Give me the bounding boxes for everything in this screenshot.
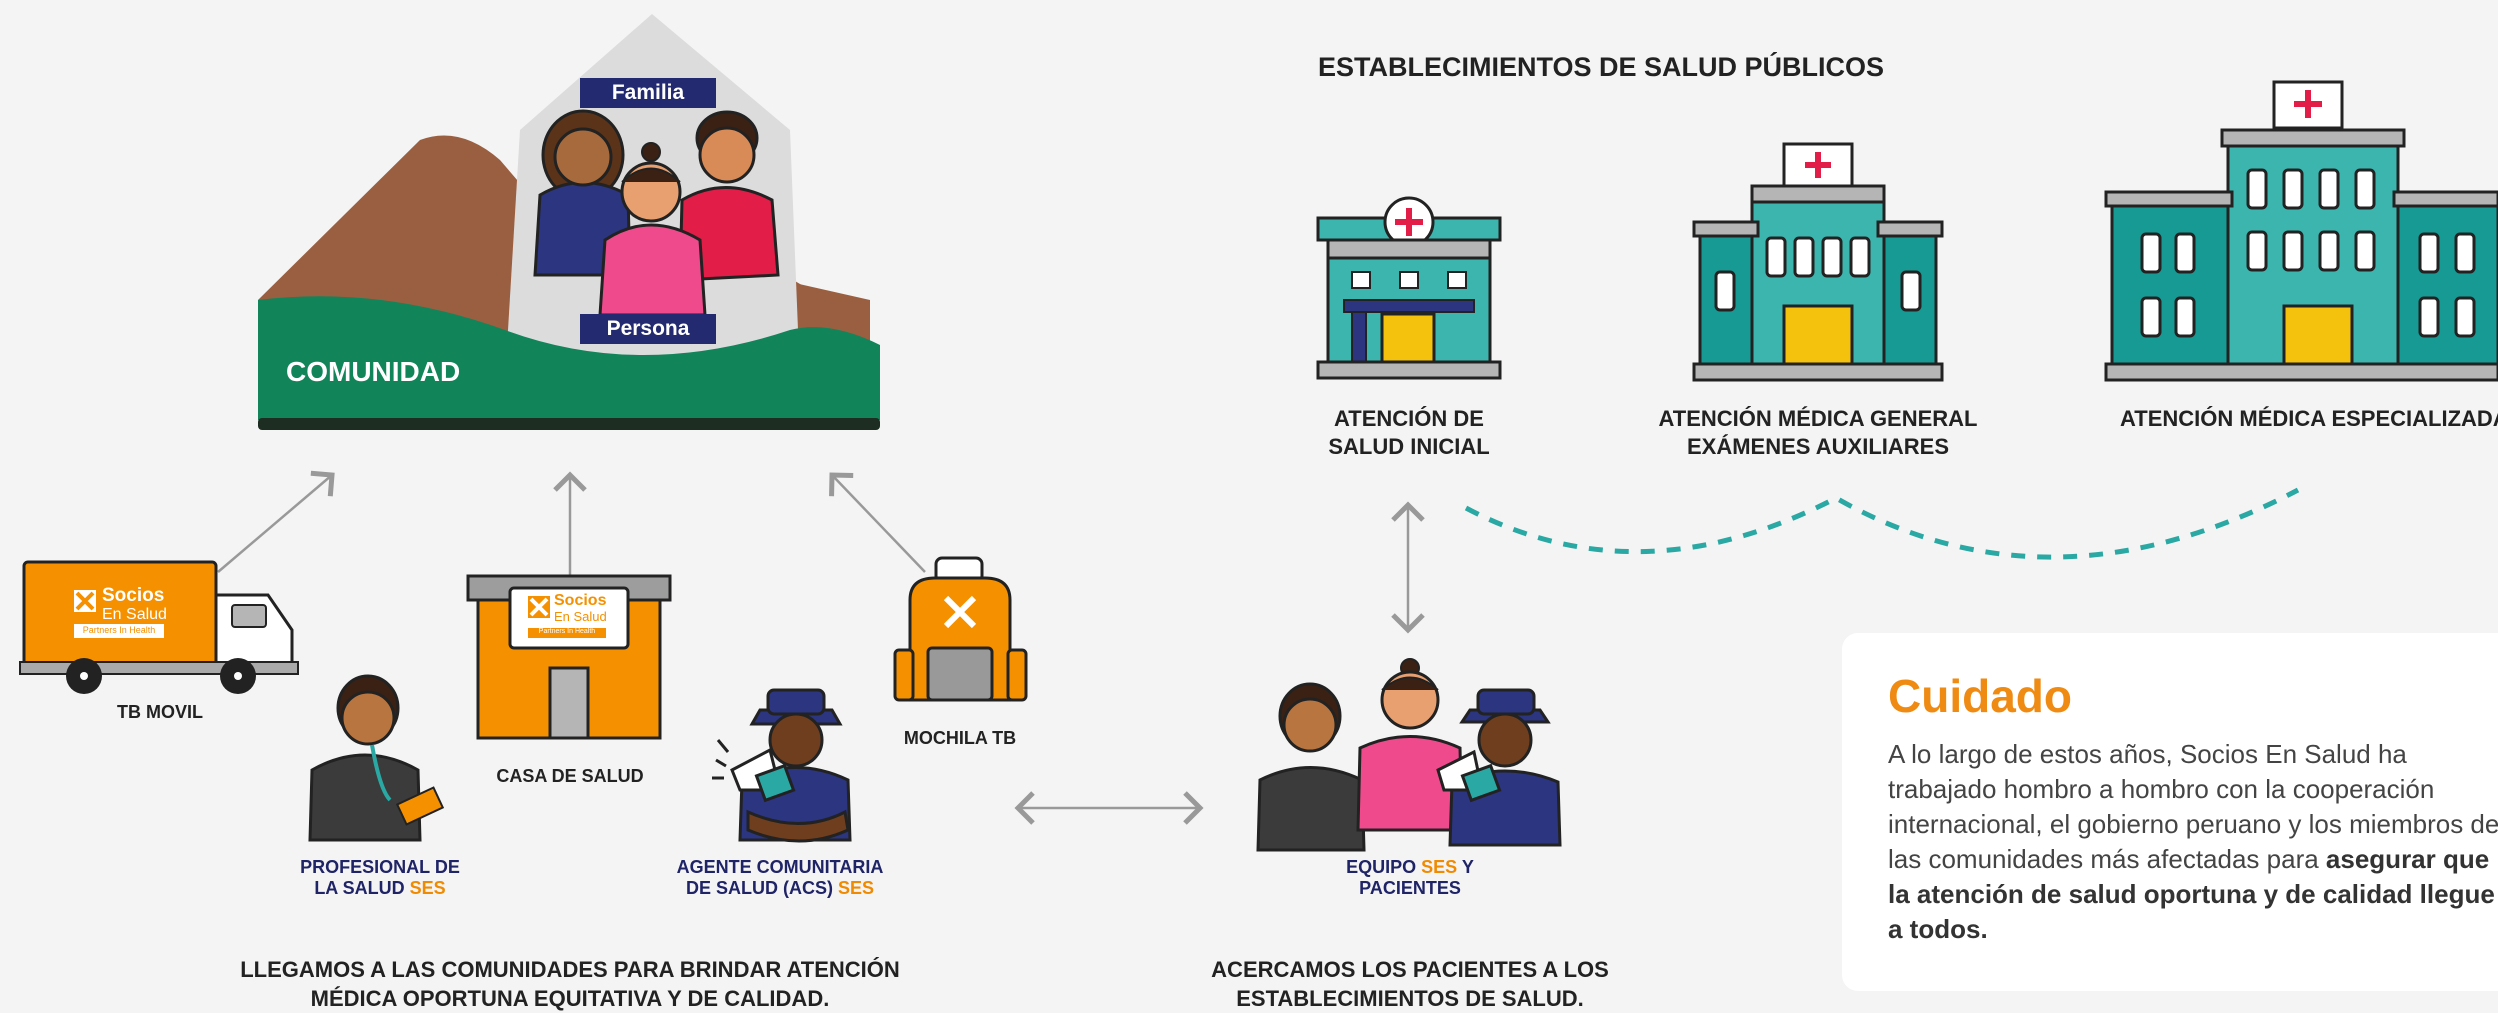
arrow-backpack — [829, 472, 926, 573]
casa-label: CASA DE SALUD — [496, 766, 644, 786]
medium-hospital-label: ATENCIÓN MÉDICA GENERAL EXÁMENES AUXILIA… — [1658, 406, 1978, 459]
casa-logo-icon — [528, 596, 606, 638]
truck-illustration — [19, 560, 299, 694]
right-caption: ACERCAMOS LOS PACIENTES A LOS ESTABLECIM… — [1211, 957, 1609, 1011]
community-scene — [258, 14, 880, 430]
truck-logo-icon — [74, 590, 164, 638]
logo-line2: En Salud — [554, 609, 607, 624]
persona-label: Persona — [606, 317, 690, 340]
backpack-label: MOCHILA TB — [903, 728, 1017, 748]
backpack-illustration — [893, 556, 1028, 702]
green-band — [258, 296, 880, 420]
comunidad-label: COMUNIDAD — [286, 356, 461, 387]
backpack-logo-icon — [943, 595, 977, 629]
logo-line1: Socios — [102, 585, 165, 606]
persona-tag — [580, 314, 716, 344]
equipo-label: EQUIPO SES Y PACIENTES — [1346, 857, 1474, 898]
truck-logo-text: Socios En Salud — [102, 586, 167, 624]
card-title: Cuidado — [1888, 670, 2072, 722]
small-clinic-label: ATENCIÓN DE SALUD INICIAL — [1328, 406, 1490, 459]
small-clinic-illustration — [1316, 196, 1502, 380]
logo-line1: Socios — [554, 592, 607, 609]
profesional-illustration — [308, 674, 445, 842]
agente-label: AGENTE COMUNITARIA DE SALUD (ACS) SES — [676, 857, 884, 898]
equipo-illustration — [1256, 658, 1562, 852]
casa-logo-text: Socios En Salud — [554, 593, 607, 625]
familia-tag — [580, 78, 716, 108]
truck-label: TB MOVIL — [117, 702, 203, 722]
large-hospital-illustration — [2104, 80, 2498, 382]
arrow-truck — [217, 470, 335, 573]
familia-label: Familia — [611, 81, 685, 104]
card-text: A lo largo de estos años, Socios En Salu… — [1888, 739, 2498, 944]
large-hospital-label: ATENCIÓN MÉDICA ESPECIALIZADA — [2120, 406, 2498, 431]
truck-logo-tagline: Partners In Health — [82, 625, 156, 635]
red-cross-icon — [1805, 152, 1831, 178]
logo-line2: En Salud — [102, 606, 167, 623]
stethoscope-icon — [370, 744, 392, 802]
casa-logo-tagline: Partners In Health — [538, 628, 596, 635]
red-cross-icon — [2294, 90, 2322, 118]
establishments-title: ESTABLECIMIENTOS DE SALUD PÚBLICOS — [1318, 52, 1885, 82]
casa-de-salud-illustration — [466, 574, 672, 740]
profesional-label: PROFESIONAL DE LA SALUD SES — [300, 857, 460, 898]
family-illustration — [533, 109, 780, 317]
cuidado-card: Cuidado A lo largo de estos años, Socios… — [1842, 633, 2498, 991]
dashed-connector — [1464, 487, 2300, 560]
medium-hospital-illustration — [1692, 142, 1944, 382]
red-cross-icon — [1395, 208, 1423, 236]
agente-illustration — [712, 688, 852, 843]
left-caption: LLEGAMOS A LAS COMUNIDADES PARA BRINDAR … — [240, 957, 900, 1011]
